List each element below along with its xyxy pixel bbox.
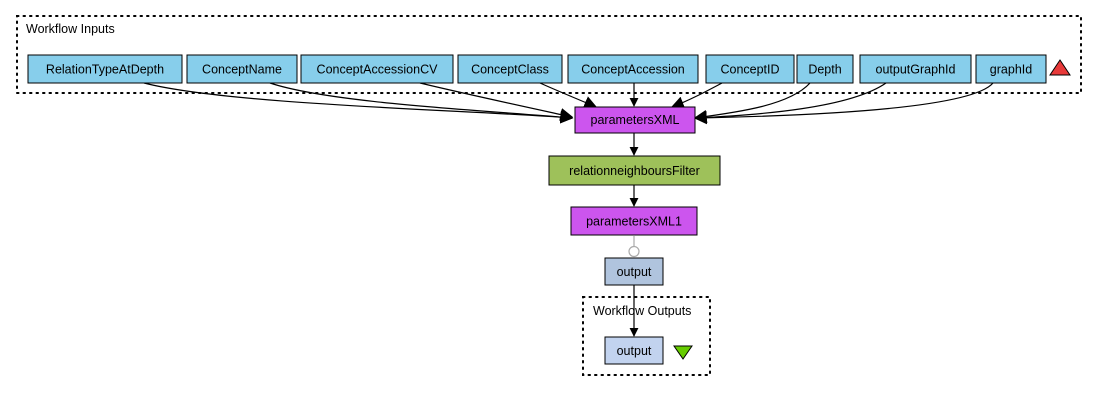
input-node-graphid[interactable]: graphId [975,54,1047,84]
input-node-conceptid[interactable]: ConceptID [705,54,795,84]
node-relationneighboursfilter-box [548,155,721,186]
input-node-label: ConceptAccessionCV [317,63,439,77]
edge-conceptclass-to-parametersxml [539,82,598,109]
input-node-label: RelationTypeAtDepth [46,63,164,77]
edge-depth-to-parametersxml [693,82,811,123]
workflow-outputs-cluster: Workflow Outputs [582,296,711,376]
input-node-label: ConceptName [202,63,282,77]
node-relationneighboursfilter[interactable]: relationneighboursFilter [548,155,721,186]
node-workflow-output-box [604,336,664,365]
edge-outputgraphid-to-parametersxml [693,82,887,124]
input-nodes: RelationTypeAtDepth ConceptName ConceptAcc… [27,54,1047,84]
input-node-label: ConceptAccession [581,63,685,77]
input-node-depth[interactable]: Depth [796,54,854,84]
input-node-conceptaccessioncv[interactable]: ConceptAccessionCV [300,54,454,84]
node-parametersxml-box [574,106,696,134]
optional-connector-icon [628,245,640,258]
edge-conceptname-to-parametersxml [269,82,574,124]
input-node-box [567,54,699,84]
input-node-relationtypeatdepth[interactable]: RelationTypeAtDepth [27,54,183,84]
input-node-box [975,54,1047,84]
node-workflow-output[interactable]: output [604,336,664,365]
node-parametersxml1-label: parametersXML1 [586,215,682,229]
edge-conceptid-to-parametersxml [670,82,723,109]
input-node-box [796,54,854,84]
workflow-inputs-cluster: Workflow Inputs [16,15,1082,94]
node-workflow-output-label: output [617,344,652,358]
input-node-conceptaccession[interactable]: ConceptAccession [567,54,699,84]
node-output-port[interactable]: output [604,257,664,286]
input-node-outputgraphid[interactable]: outputGraphId [859,54,972,84]
node-parametersxml[interactable]: parametersXML [574,106,696,134]
edge-relationtypeatdepth-to-parametersxml [143,82,574,124]
edge-graphid-to-parametersxml [693,82,994,125]
input-node-label: Depth [808,63,841,77]
node-output-port-label: output [617,265,652,279]
node-output-port-box [604,257,664,286]
input-node-box [300,54,454,84]
edge-conceptaccessioncv-to-parametersxml [419,82,574,121]
input-node-box [186,54,298,84]
node-relationneighboursfilter-label: relationneighboursFilter [569,164,700,178]
input-node-box [27,54,183,84]
red-up-triangle-icon [1049,59,1071,76]
input-node-label: ConceptID [720,63,779,77]
input-node-box [705,54,795,84]
node-parametersxml1-box [570,206,698,236]
input-node-conceptname[interactable]: ConceptName [186,54,298,84]
node-parametersxml-label: parametersXML [591,113,680,127]
input-node-box [859,54,972,84]
input-node-label: ConceptClass [471,63,549,77]
workflow-outputs-label: Workflow Outputs [593,304,691,318]
input-node-label: outputGraphId [876,63,956,77]
input-node-conceptclass[interactable]: ConceptClass [457,54,563,84]
workflow-inputs-label: Workflow Inputs [26,22,115,36]
node-parametersxml1[interactable]: parametersXML1 [570,206,698,236]
input-node-box [457,54,563,84]
input-node-label: graphId [990,63,1032,77]
green-down-triangle-icon [673,345,693,360]
edges [143,82,994,337]
